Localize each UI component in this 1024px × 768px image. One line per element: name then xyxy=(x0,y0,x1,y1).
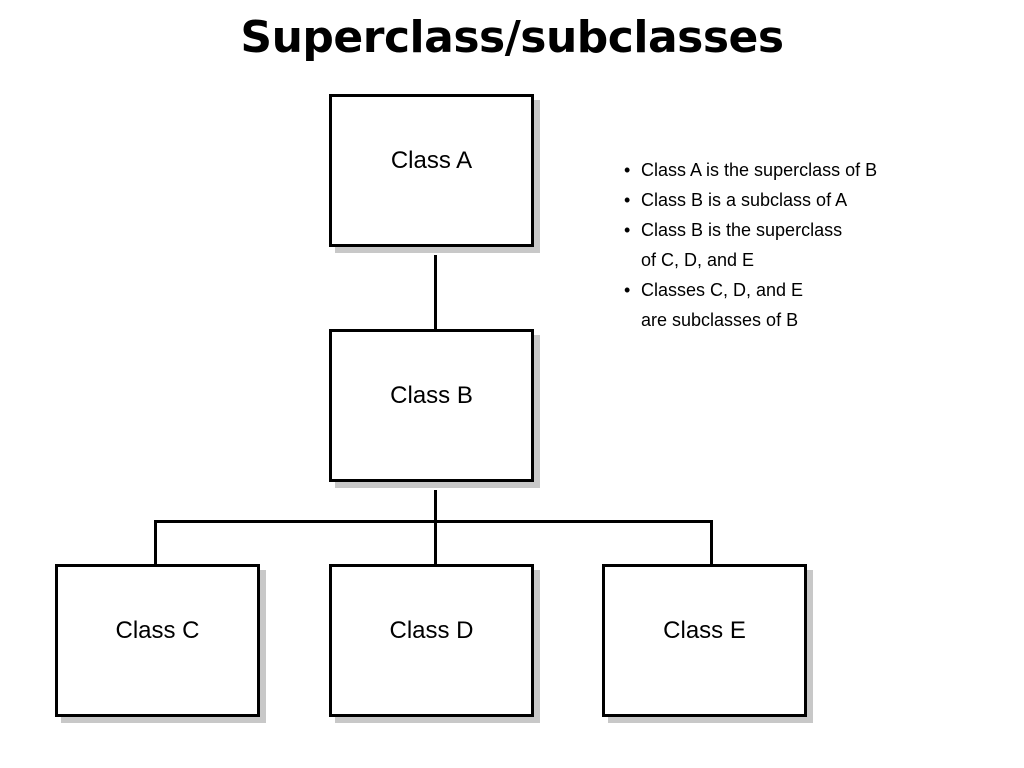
note-line: Class A is the superclass of B xyxy=(641,160,878,180)
class-d-box: Class D xyxy=(329,564,534,717)
class-b-label: Class B xyxy=(390,381,473,409)
class-c-label: Class C xyxy=(115,616,200,644)
connector-to-class-e xyxy=(710,520,713,565)
note-line: Class B is a subclass of A xyxy=(641,190,848,210)
class-e-label: Class E xyxy=(663,616,746,644)
class-b-box: Class B xyxy=(329,329,534,482)
note-item: • Class B is a subclass of A xyxy=(624,185,1014,215)
connector-horizontal-bar xyxy=(154,520,713,523)
connector-to-class-c xyxy=(154,520,157,565)
class-e-box: Class E xyxy=(602,564,807,717)
note-line: Classes C, D, and E xyxy=(641,280,804,300)
class-a-label: Class A xyxy=(390,146,473,174)
connector-to-class-d xyxy=(434,520,437,565)
connector-a-b xyxy=(434,255,437,330)
slide-title: Superclass/subclasses xyxy=(240,12,784,63)
note-line: are subclasses of B xyxy=(641,310,799,330)
class-a-box: Class A xyxy=(329,94,534,247)
notes-list: • Class A is the superclass of B • Class… xyxy=(624,155,1014,335)
bullet-icon: • xyxy=(624,190,631,210)
class-c-box: Class C xyxy=(55,564,260,717)
connector-b-trunk xyxy=(434,490,437,522)
note-line: Class B is the superclass xyxy=(641,220,843,240)
bullet-icon: • xyxy=(624,220,631,240)
note-line: of C, D, and E xyxy=(641,250,755,270)
note-item: • Classes C, D, and E are subclasses of … xyxy=(624,275,1014,335)
class-d-label: Class D xyxy=(389,616,474,644)
note-item: • Class B is the superclass of C, D, and… xyxy=(624,215,1014,275)
note-item: • Class A is the superclass of B xyxy=(624,155,1014,185)
bullet-icon: • xyxy=(624,280,631,300)
bullet-icon: • xyxy=(624,160,631,180)
